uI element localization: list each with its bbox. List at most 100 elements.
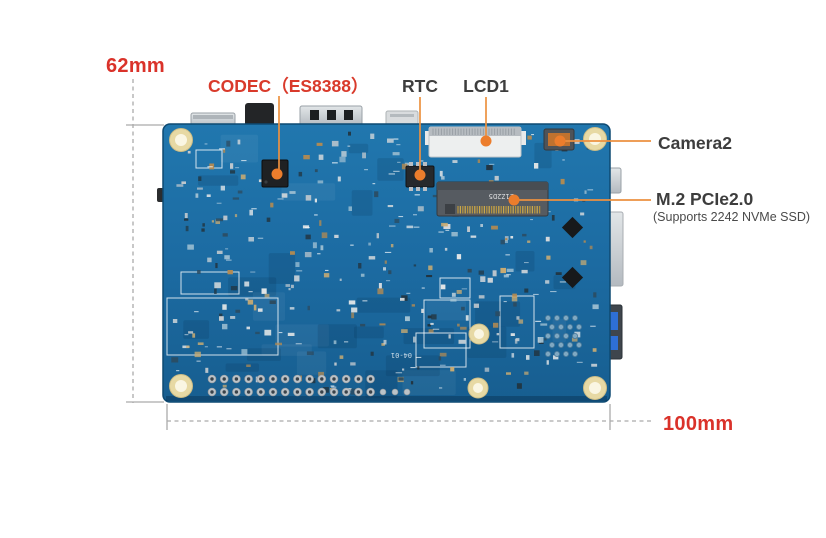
- smd-component: [211, 220, 214, 223]
- inductor-diamond: [561, 216, 584, 239]
- smd-component: [246, 326, 250, 330]
- smd-component: [360, 323, 366, 327]
- smd-component: [487, 277, 493, 283]
- gpio-pad: [391, 388, 399, 396]
- smd-component: [172, 319, 178, 323]
- smd-component: [500, 267, 506, 274]
- silkscreen-mark: [216, 346, 222, 348]
- smd-component: [230, 163, 234, 169]
- pcb-trace-patch: [275, 324, 329, 347]
- smd-component: [224, 255, 230, 260]
- smd-component: [428, 329, 434, 333]
- silkscreen-mark: [364, 169, 368, 171]
- pcb-trace-patch: [183, 320, 210, 339]
- gpio-pad-hole: [259, 390, 263, 394]
- smd-component: [314, 169, 318, 173]
- usb3-blue-tongue: [609, 312, 618, 330]
- smd-component: [551, 215, 555, 221]
- rtc-pin: [409, 187, 413, 191]
- smd-component: [370, 351, 374, 356]
- silkscreen-mark: [503, 301, 507, 303]
- silkscreen-mark: [590, 325, 596, 327]
- smd-component: [440, 284, 446, 290]
- gpio-pad: [379, 388, 387, 396]
- smd-component-layer: [171, 131, 599, 395]
- silkscreen-mark: [461, 288, 468, 290]
- rtc-pin: [423, 162, 427, 166]
- ffc-latch-ear: [425, 131, 430, 145]
- smd-component: [269, 300, 276, 304]
- silkscreen-mark: [251, 208, 257, 210]
- silkscreen-mark: [216, 202, 222, 204]
- smd-component: [176, 184, 184, 187]
- smd-component: [398, 377, 404, 381]
- camera2-label: Camera2: [658, 133, 732, 153]
- smd-component: [290, 251, 295, 255]
- silkscreen-mark: [393, 138, 399, 140]
- silkscreen-mark: [314, 214, 318, 216]
- silkscreen-box: [195, 149, 223, 169]
- pcb-trace-patch: [515, 251, 535, 272]
- smd-component: [303, 155, 310, 160]
- smd-component: [245, 298, 249, 301]
- silkscreen-mark: [562, 159, 565, 161]
- smd-component: [527, 240, 531, 243]
- smd-component: [350, 362, 356, 366]
- smd-component: [544, 338, 547, 341]
- smd-component: [417, 366, 420, 370]
- smd-component: [514, 339, 518, 344]
- gpio-pad-hole: [332, 390, 336, 394]
- lcd1-label: LCD1: [463, 76, 509, 96]
- smd-component: [473, 303, 479, 308]
- mounting-hole: [583, 376, 607, 400]
- smd-component: [368, 256, 376, 260]
- silkscreen-mark: [235, 167, 240, 169]
- silkscreen-mark: [295, 343, 302, 345]
- silkscreen-mark: [397, 161, 401, 163]
- silkscreen-mark: [406, 292, 411, 294]
- smd-component: [223, 215, 228, 221]
- pcb-trace-patch: [351, 190, 373, 216]
- height-label: 62mm: [106, 55, 165, 77]
- silkscreen-mark: [386, 280, 391, 282]
- smd-component: [223, 148, 226, 153]
- usb-connector-slot: [193, 115, 233, 119]
- smd-component: [317, 180, 324, 184]
- smd-component: [222, 323, 228, 330]
- silkscreen-mark: [530, 219, 533, 221]
- hdmi-pin-block: [310, 110, 319, 120]
- silkscreen-mark: [296, 270, 303, 272]
- smd-component: [593, 292, 597, 298]
- smd-component: [421, 308, 424, 313]
- gpio-pad-hole: [210, 390, 214, 394]
- smd-component: [222, 384, 227, 388]
- smd-component: [316, 142, 323, 146]
- smd-component: [584, 190, 587, 194]
- silkscreen-mark: [546, 211, 551, 213]
- silkscreen-mark: [531, 134, 534, 136]
- smd-component: [298, 171, 303, 177]
- smd-component: [545, 236, 550, 242]
- smd-component: [580, 260, 587, 266]
- gpio-pad-hole: [344, 377, 348, 381]
- via-pad: [563, 350, 570, 357]
- gpio-pad-hole: [271, 377, 275, 381]
- smd-component: [505, 238, 508, 241]
- smd-component: [348, 206, 352, 211]
- smd-component: [592, 304, 599, 310]
- silkscreen-mark: [533, 293, 539, 295]
- smd-component: [524, 288, 529, 293]
- smd-component: [510, 333, 515, 336]
- lcd1-leader-dot: [480, 135, 492, 147]
- smd-component: [187, 150, 191, 154]
- smd-component: [230, 316, 236, 319]
- smd-component: [439, 170, 443, 177]
- gpio-pad-hole: [295, 377, 300, 381]
- smd-component: [496, 333, 500, 336]
- pcb-trace-patch: [402, 370, 456, 395]
- smd-component: [448, 334, 451, 339]
- via-pad: [563, 314, 570, 321]
- silkscreen-mark: [421, 287, 425, 289]
- smd-component: [306, 351, 314, 356]
- smd-component: [465, 315, 469, 321]
